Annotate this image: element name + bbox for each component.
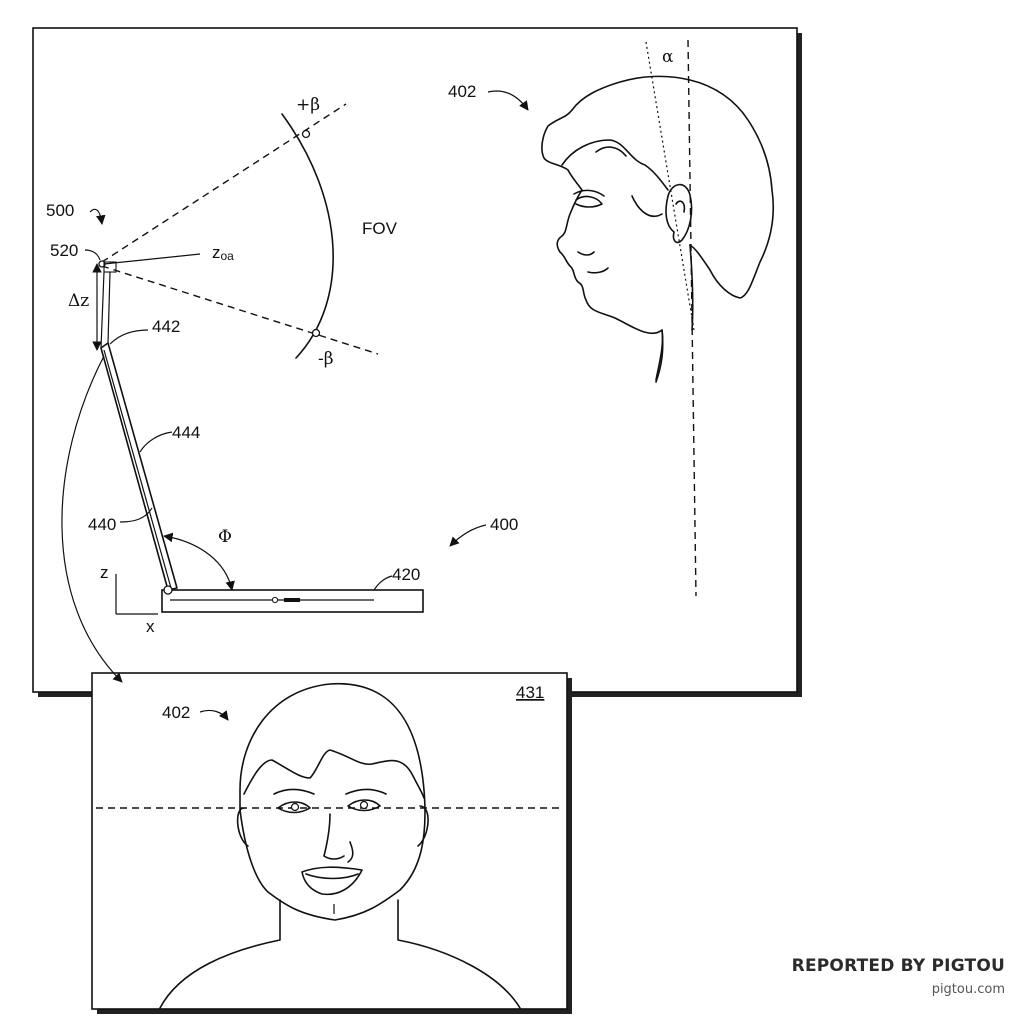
ref-400: 400 (490, 515, 518, 534)
plus-beta-label: +β (296, 95, 320, 115)
profile-head (541, 75, 775, 383)
ref-420: 420 (392, 565, 420, 584)
head-tilt-line (645, 41, 695, 331)
z-oa-label: zoa (212, 243, 234, 263)
bottom-panel (91, 672, 572, 1014)
ref-500: 500 (46, 201, 74, 220)
ref-402-top: 402 (448, 82, 476, 101)
ref-402-bottom: 402 (162, 703, 190, 722)
phi-label: Φ (218, 527, 232, 547)
laptop (61, 263, 424, 683)
ref-440: 440 (88, 515, 116, 534)
axis-x-label: x (146, 617, 155, 636)
alpha-label: α (662, 47, 674, 67)
ref-444: 444 (172, 423, 200, 442)
leader-lines (84, 90, 529, 721)
delta-z-label: Δz (68, 291, 89, 311)
watermark: REPORTED BY PIGTOU pigtou.com (792, 956, 1005, 997)
ref-431: 431 (516, 683, 544, 702)
minus-beta-label: -β (318, 349, 334, 369)
camera-fov (98, 103, 379, 359)
watermark-sub: pigtou.com (931, 982, 1005, 997)
front-face (96, 683, 564, 1009)
z-oa-subscript: oa (221, 249, 235, 263)
vertical-reference-line (687, 39, 697, 597)
fov-label: FOV (362, 219, 398, 238)
axis-z-label: z (100, 563, 109, 582)
figure-labels: 402 α +β -β FOV 500 520 zoa Δz 442 444 4… (46, 47, 674, 722)
ref-520: 520 (50, 241, 78, 260)
z-oa-main: z (212, 243, 221, 262)
ref-442: 442 (152, 317, 180, 336)
watermark-main: REPORTED BY PIGTOU (791, 956, 1005, 976)
